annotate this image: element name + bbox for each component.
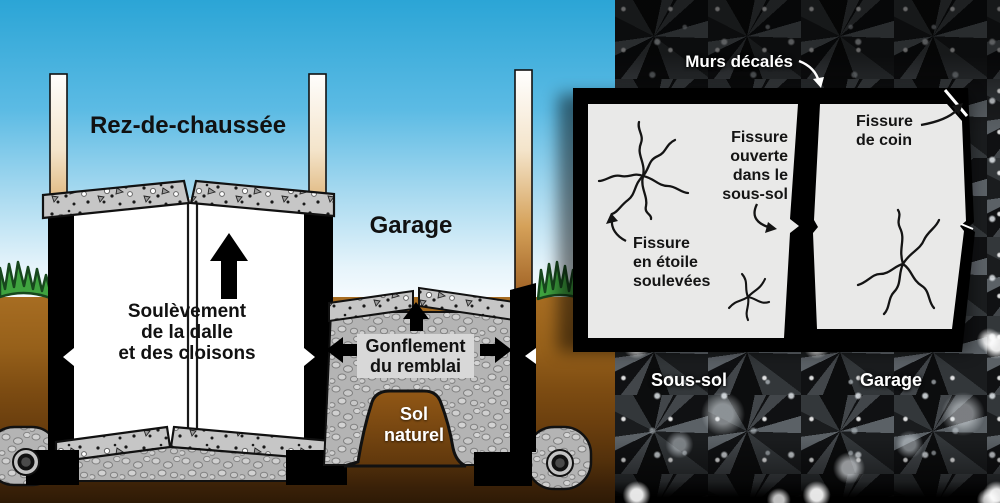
footing-garage-right — [474, 452, 532, 486]
inset-floor-plan — [558, 59, 975, 352]
wall-crack-left — [63, 348, 74, 366]
garage-wall-right — [510, 283, 536, 452]
slab-uplift-label: Soulèvement de la dalle et des cloisons — [118, 301, 256, 364]
left-drain-pipe-icon — [12, 448, 40, 476]
swelling-up-arrow-icon — [403, 302, 429, 331]
star-crack-arrow-icon — [606, 213, 627, 243]
inset-basement-floor — [588, 104, 799, 338]
foundation-wall-left — [48, 203, 74, 454]
ground-slab-right — [189, 179, 336, 218]
star-cracks-label: Fissure en étoile soulevées — [633, 235, 711, 290]
ground-slab-left — [41, 179, 191, 220]
garage-cross-section — [322, 283, 536, 486]
offset-walls-arrow-icon — [798, 59, 824, 88]
star-crack-garage — [856, 208, 941, 316]
open-crack-arrow-icon — [753, 203, 777, 233]
natural-soil-label: Sol naturel — [383, 404, 445, 445]
wall-crack-garage — [525, 348, 536, 364]
natural-soil-mound — [343, 389, 467, 468]
basement-interior — [58, 198, 312, 454]
corner-crack-gap — [943, 89, 969, 117]
wall-crack-center — [304, 348, 315, 366]
star-crack-large — [597, 120, 690, 221]
open-crack-label: Fissure ouverte dans le sous-sol — [722, 129, 788, 203]
swelling-left-arrow-icon — [326, 337, 358, 363]
basement-photo-label: Sous-sol — [650, 370, 728, 390]
wood-post-garage — [514, 69, 533, 299]
star-crack-small — [727, 272, 771, 322]
garage-photo-label: Garage — [859, 370, 923, 390]
right-drain-pipe-icon — [546, 449, 574, 477]
corner-crack-arrow-icon — [920, 103, 963, 127]
inset-garage-floor — [813, 104, 966, 329]
ground-floor-title: Rez-de-chaussée — [89, 112, 287, 139]
garage-title: Garage — [369, 212, 453, 239]
house-cross-section — [26, 69, 533, 485]
offset-walls-label: Murs décalés — [685, 52, 793, 71]
backfill-swelling-label: Gonflement du remblai — [357, 334, 474, 378]
swelling-right-arrow-icon — [480, 337, 512, 363]
corner-crack-label: Fissure de coin — [856, 113, 913, 149]
uplift-arrow-icon — [210, 233, 248, 299]
right-wall-offset-gap — [960, 223, 974, 230]
